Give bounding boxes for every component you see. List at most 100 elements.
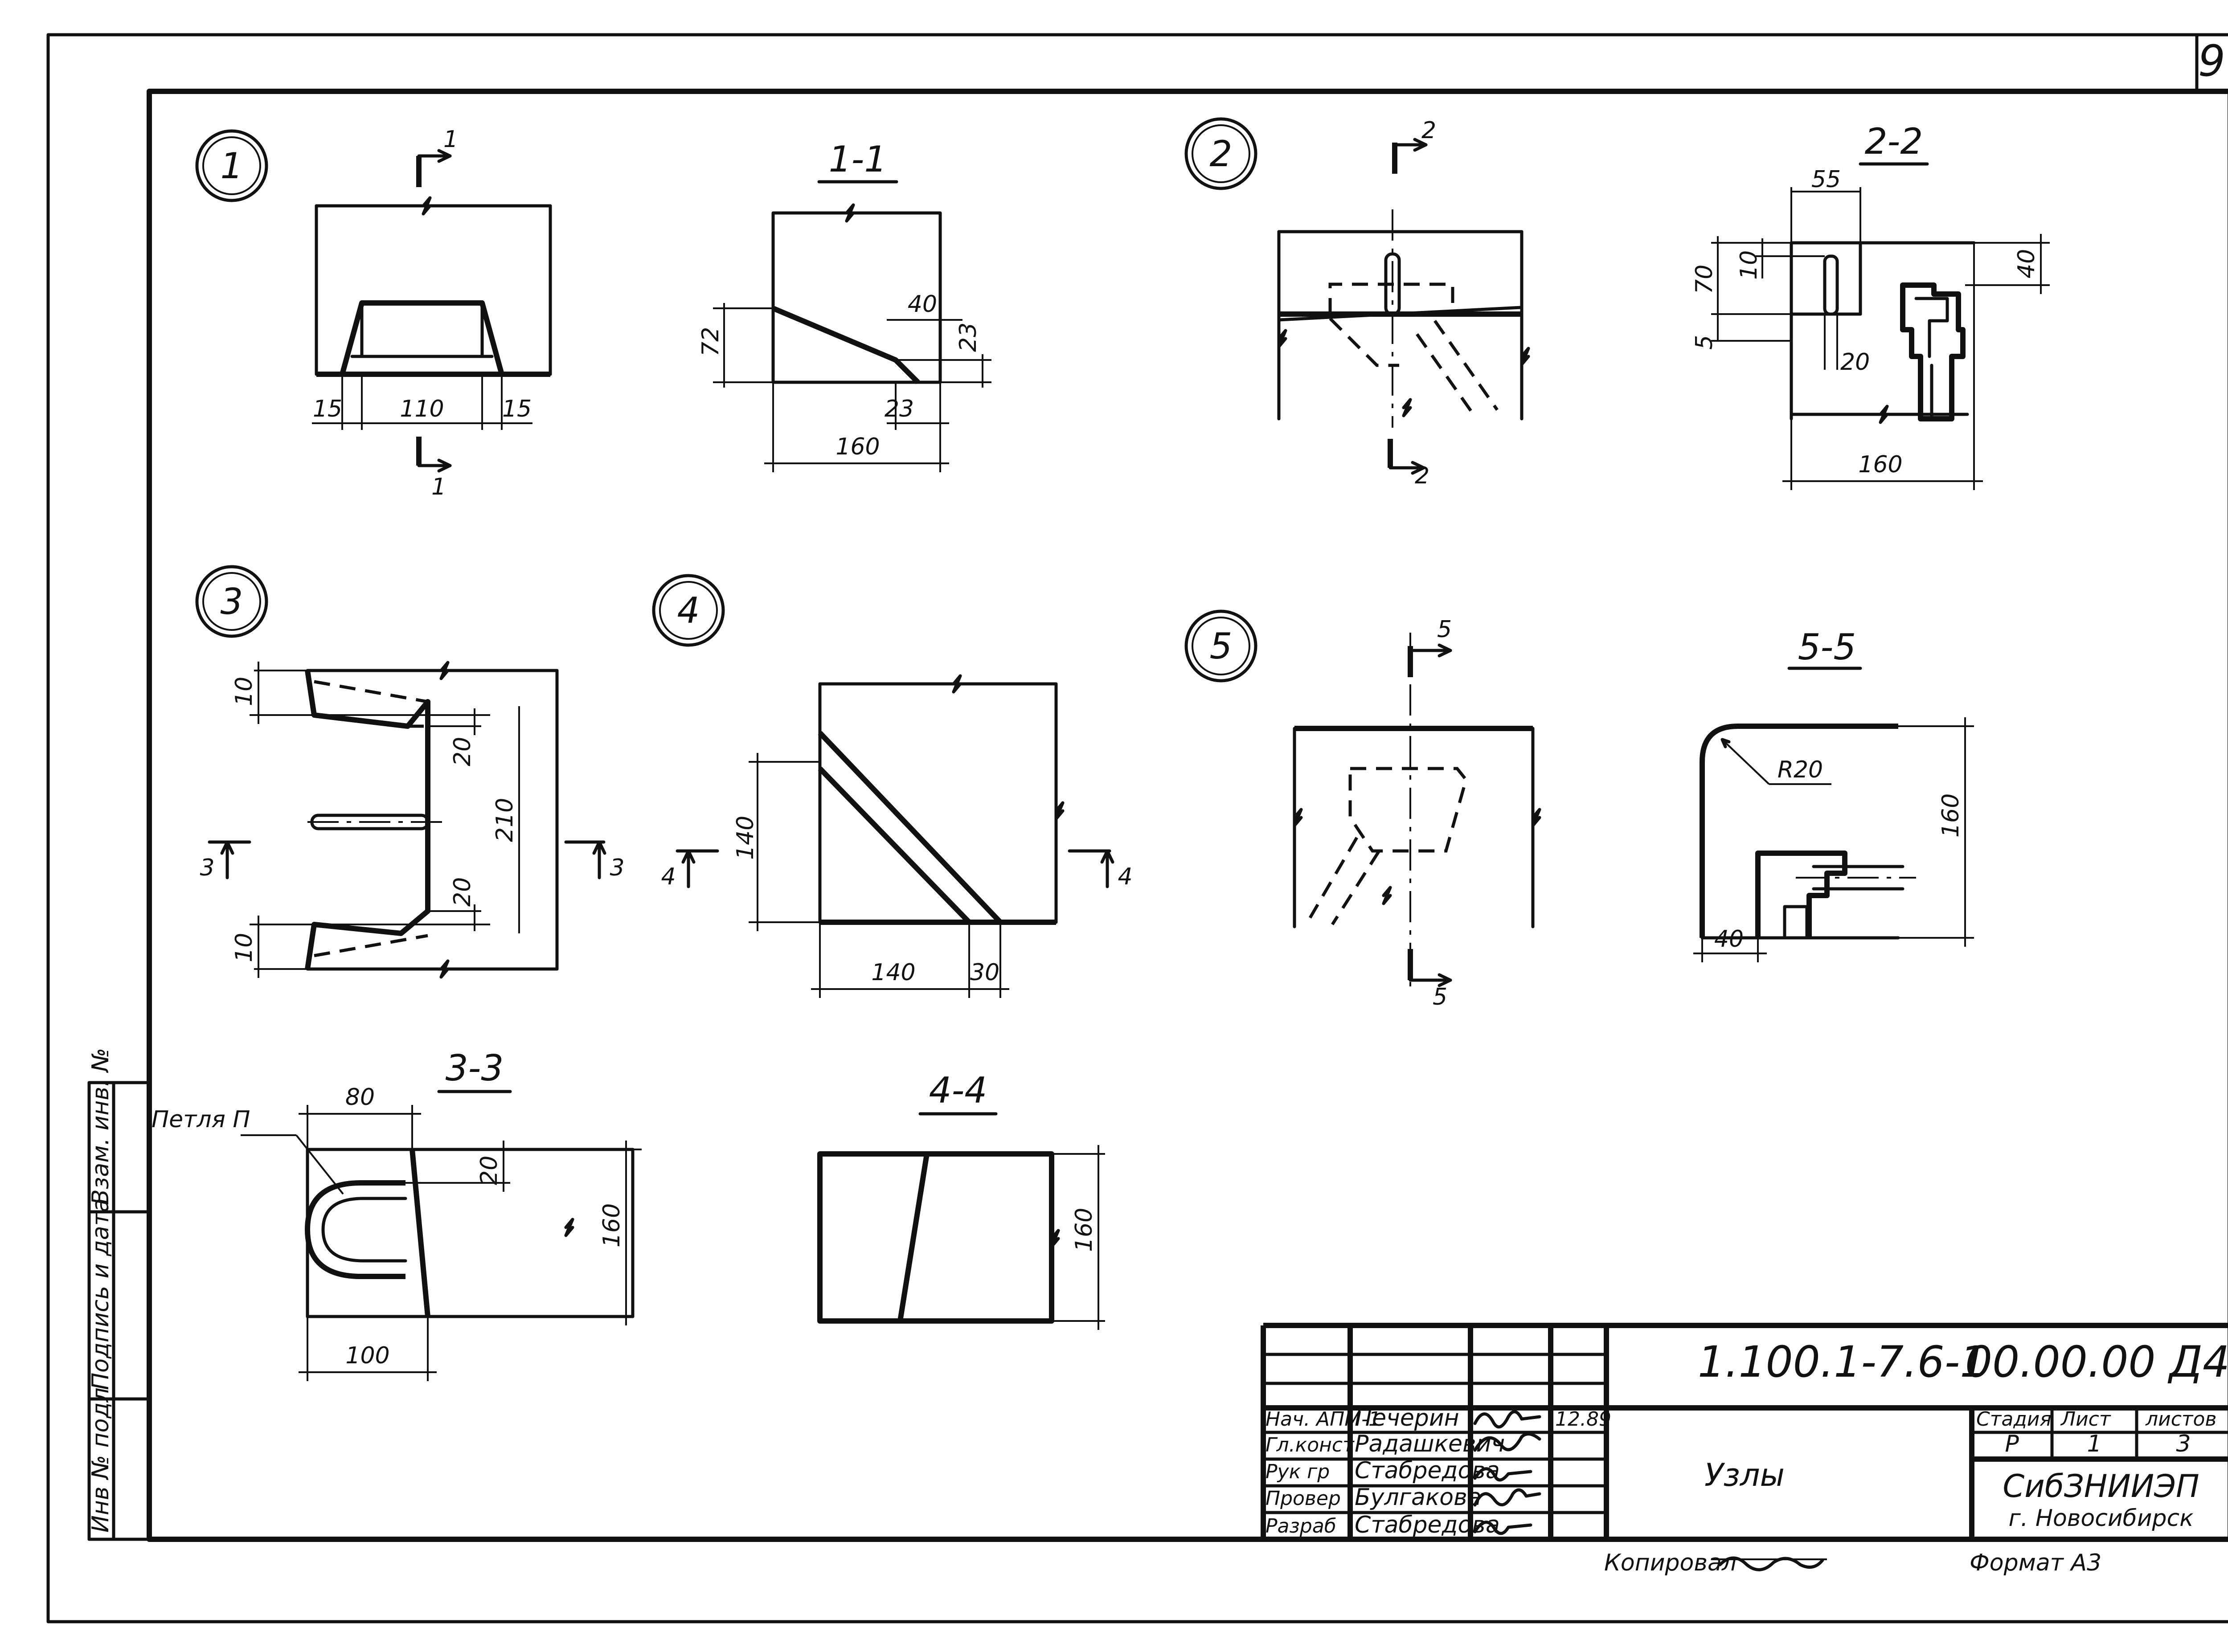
node-3-circle (195, 565, 268, 638)
signature-4 (1473, 1521, 1532, 1535)
signature-0 (1473, 1410, 1541, 1429)
s33-dim-80: 80 (345, 1084, 375, 1111)
row-name-3: Булгакова (1355, 1484, 1482, 1511)
n3-dim-20a: 20 (449, 737, 476, 766)
cut-4-right: 4 (1118, 863, 1132, 890)
n4-dim-140-h: 140 (871, 959, 915, 986)
cut-3-right: 3 (610, 855, 624, 881)
section-2-2-label: 2-2 (1865, 121, 1923, 162)
section-5-5-label: 5-5 (1798, 626, 1856, 668)
stage-value: Р (2005, 1431, 2019, 1457)
node-5: 5 5 5 (1184, 609, 1541, 1010)
signature-1 (1473, 1432, 1541, 1452)
cut-4-left: 4 (661, 863, 676, 890)
row-name-1: Радашкевич (1355, 1431, 1505, 1457)
cut-1-bottom: 1 (431, 474, 446, 500)
date-value: 12.89 (1555, 1408, 1611, 1431)
section-2-2: 2-2 55 70 10 5 20 40 160 (1691, 121, 2050, 490)
s55-dim-40: 40 (1714, 926, 1744, 953)
node-4-circle (652, 574, 725, 647)
s55-dim-r20: R20 (1777, 756, 1823, 783)
side-stamp: Инв № подл Подпись и дата Взам. инв. № (87, 1048, 151, 1541)
cut-5-bottom: 5 (1433, 984, 1447, 1010)
n1-dim-a: 15 (313, 396, 342, 422)
s22-dim-10: 10 (1736, 250, 1762, 280)
node-1: 1 1 1 15 110 15 (195, 126, 552, 500)
copied-label: Копировал (1604, 1550, 1737, 1576)
section-3-3-label: 3-3 (446, 1047, 504, 1089)
row-name-2: Стабредова (1355, 1457, 1500, 1484)
n1-dim-b: 110 (400, 396, 444, 422)
s22-dim-55: 55 (1811, 166, 1841, 193)
row-name-4: Стабредова (1355, 1512, 1500, 1538)
node-1-circle (195, 129, 268, 202)
stage-header: Стадия (1976, 1408, 2052, 1431)
section-3-3: 3-3 Петля П 80 20 160 100 (152, 1047, 642, 1381)
inv-label: Инв № подл (87, 1387, 114, 1533)
s11-dim-23b: 23 (885, 396, 914, 422)
s33-dim-100: 100 (345, 1342, 389, 1369)
sheet-number-box (2195, 33, 2228, 93)
doc-code: 1.100.1-7.6-1 (1698, 1337, 1987, 1387)
cut-1-top: 1 (443, 126, 458, 153)
row-role-4: Разраб (1266, 1515, 1336, 1538)
n3-dim-10b: 10 (231, 933, 258, 962)
inner-frame (147, 89, 2228, 1542)
format-label: Формат А3 (1970, 1550, 2101, 1576)
n3-dim-10a: 10 (231, 677, 258, 706)
s22-dim-5: 5 (1691, 335, 1718, 350)
n4-dim-30: 30 (970, 959, 999, 986)
row-name-0: Печерин (1355, 1405, 1459, 1431)
row-role-1: Гл.конст (1266, 1434, 1355, 1456)
outer-frame (46, 33, 2228, 1623)
s11-dim-160: 160 (836, 433, 880, 460)
section-1-1: 1-1 72 40 23 23 160 (697, 139, 991, 472)
section-4-4-label: 4-4 (929, 1070, 987, 1111)
cut-5-top: 5 (1437, 616, 1452, 643)
s11-dim-72: 72 (697, 327, 724, 356)
cut-3-left: 3 (200, 855, 214, 881)
s22-dim-160: 160 (1858, 451, 1902, 478)
cut-2-top: 2 (1421, 117, 1436, 144)
loop-label: Петля П (152, 1106, 250, 1133)
s44-dim-160: 160 (1071, 1208, 1098, 1252)
node-1-label: 1 (221, 145, 243, 187)
node-4: 4 140 4 4 140 30 (652, 574, 1133, 998)
n1-dim-c: 15 (502, 396, 532, 422)
n3-dim-210: 210 (491, 798, 518, 842)
row-role-2: Рук гр (1266, 1460, 1330, 1483)
sheet-header: Лист (2060, 1408, 2111, 1431)
section-1-1-label: 1-1 (829, 139, 887, 180)
node-5-label: 5 (1210, 626, 1233, 667)
sheet-number: 97 (2198, 36, 2228, 86)
signature-2 (1473, 1467, 1532, 1482)
sheets-value: 3 (2176, 1431, 2191, 1457)
sheets-header: листов (2145, 1408, 2216, 1431)
n3-dim-20b: 20 (449, 877, 476, 907)
s11-dim-23a: 23 (955, 323, 982, 352)
s22-dim-70: 70 (1691, 265, 1718, 294)
org-city: г. Новосибирск (2008, 1505, 2194, 1532)
node-2: 2 2 2 (1184, 117, 1530, 489)
node-4-label: 4 (677, 590, 700, 631)
s11-dim-40: 40 (908, 291, 937, 318)
node-2-circle (1184, 117, 1257, 190)
row-role-3: Провер (1266, 1487, 1341, 1510)
node-5-circle (1184, 609, 1257, 683)
sheet-title: Узлы (1704, 1457, 1785, 1493)
cut-2-bottom: 2 (1415, 462, 1429, 489)
s55-dim-160: 160 (1937, 793, 1964, 838)
doc-number: 00.00.00 Д4 (1965, 1337, 2228, 1387)
s22-dim-40: 40 (2013, 249, 2040, 278)
signature-3 (1473, 1488, 1541, 1507)
section-5-5: 5-5 R20 160 40 (1693, 626, 1974, 962)
n4-dim-140-v: 140 (732, 816, 759, 860)
node-3: 3 3 3 10 10 20 20 210 (195, 565, 625, 979)
s33-dim-20: 20 (476, 1156, 503, 1185)
sign-label: Подпись и дата (87, 1198, 114, 1390)
node-3-label: 3 (221, 581, 243, 622)
vzam-label: Взам. инв. № (87, 1048, 114, 1205)
s33-dim-160: 160 (598, 1203, 625, 1247)
row-role-0: Нач. АПМ-1 (1266, 1408, 1381, 1431)
